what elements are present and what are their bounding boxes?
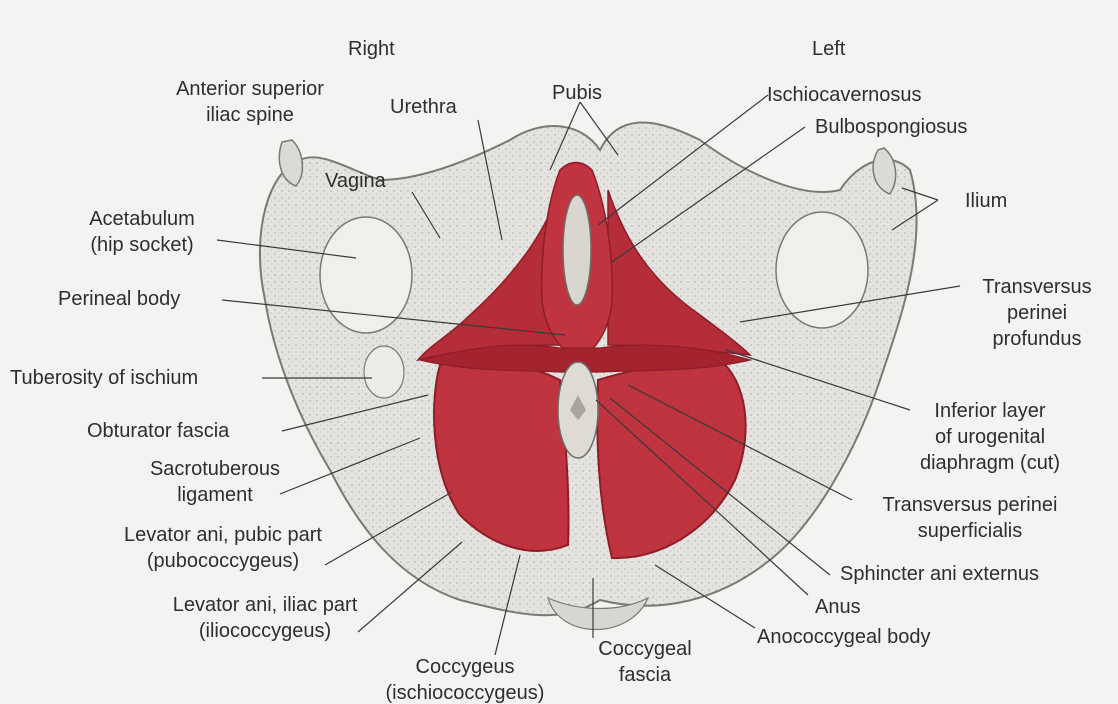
label-transversus-perinei-superficialis: Transversus perinei superficialis — [855, 492, 1085, 544]
label-coccygeus: Coccygeus (ischiococcygeus) — [360, 654, 570, 704]
label-left-side: Left — [812, 36, 845, 62]
label-vagina: Vagina — [325, 168, 386, 194]
label-right-side: Right — [348, 36, 395, 62]
label-bulbospongiosus: Bulbospongiosus — [815, 114, 967, 140]
label-perineal-body: Perineal body — [58, 286, 180, 312]
label-anococcygeal-body: Anococcygeal body — [757, 624, 930, 650]
label-pubis: Pubis — [552, 80, 602, 106]
label-acetabulum: Acetabulum (hip socket) — [62, 206, 222, 258]
label-obturator-fascia: Obturator fascia — [87, 418, 229, 444]
label-inferior-layer-urogenital-diaphragm: Inferior layer of urogenital diaphragm (… — [900, 398, 1080, 476]
label-sphincter-ani-externus: Sphincter ani externus — [840, 561, 1039, 587]
label-anus: Anus — [815, 594, 861, 620]
label-coccygeal-fascia: Coccygeal fascia — [575, 636, 715, 688]
label-levator-ani-pubic-part: Levator ani, pubic part (pubococcygeus) — [90, 522, 356, 574]
label-ilium: Ilium — [965, 188, 1007, 214]
label-ischiocavernosus: Ischiocavernosus — [767, 82, 922, 108]
label-urethra: Urethra — [390, 94, 457, 120]
label-transversus-perinei-profundus: Transversus perinei profundus — [962, 274, 1112, 352]
label-levator-ani-iliac-part: Levator ani, iliac part (iliococcygeus) — [130, 592, 400, 644]
label-tuberosity-of-ischium: Tuberosity of ischium — [10, 365, 198, 391]
label-sacrotuberous-ligament: Sacrotuberous ligament — [130, 456, 300, 508]
label-anterior-superior-iliac-spine: Anterior superior iliac spine — [150, 76, 350, 128]
